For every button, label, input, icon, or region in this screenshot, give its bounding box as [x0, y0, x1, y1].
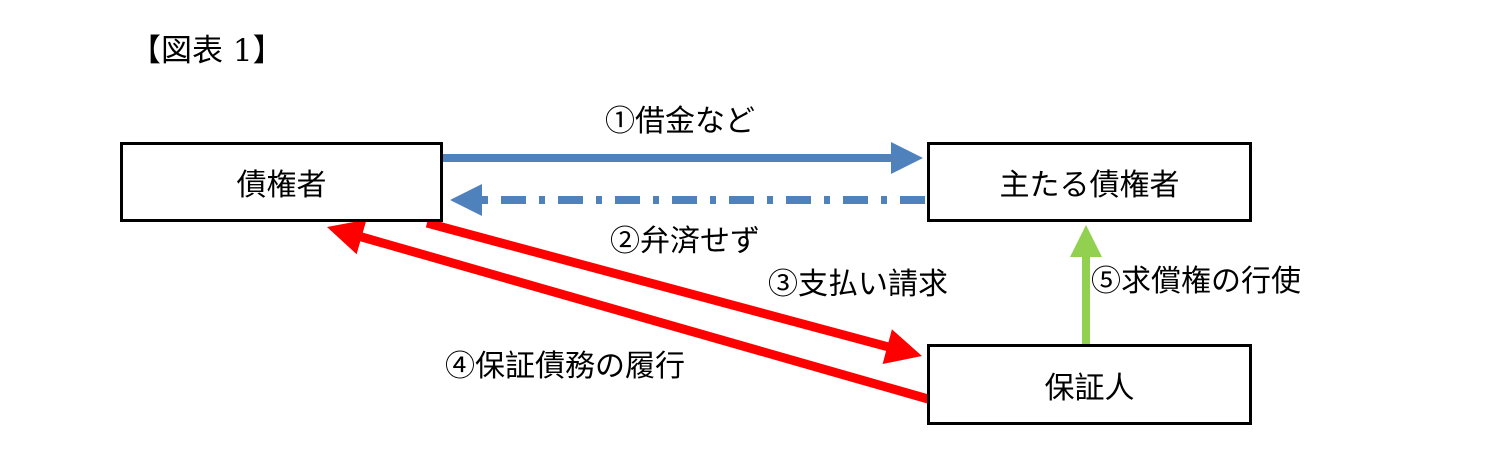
label-loan: ①借金など — [605, 105, 755, 138]
figure-title: 【図表 1】 — [130, 33, 284, 69]
box-principal-debtor-label: 主たる債権者 — [999, 169, 1180, 202]
box-creditor: 債権者 — [120, 142, 443, 222]
box-creditor-label: 債権者 — [236, 169, 327, 202]
label-payment-demand: ③支払い請求 — [768, 268, 948, 301]
arrow-guarantee-performance — [326, 219, 937, 406]
box-guarantor-label: 保証人 — [1044, 371, 1135, 405]
label-reimbursement: ⑤求償権の行使 — [1091, 265, 1301, 298]
box-principal-debtor: 主たる債権者 — [927, 142, 1252, 222]
arrow-payment-demand — [425, 218, 922, 365]
label-guarantee-performance: ④保証債務の履行 — [445, 350, 685, 383]
box-guarantor: 保証人 — [927, 344, 1252, 425]
label-non-repayment: ②弁済せず — [610, 225, 760, 258]
